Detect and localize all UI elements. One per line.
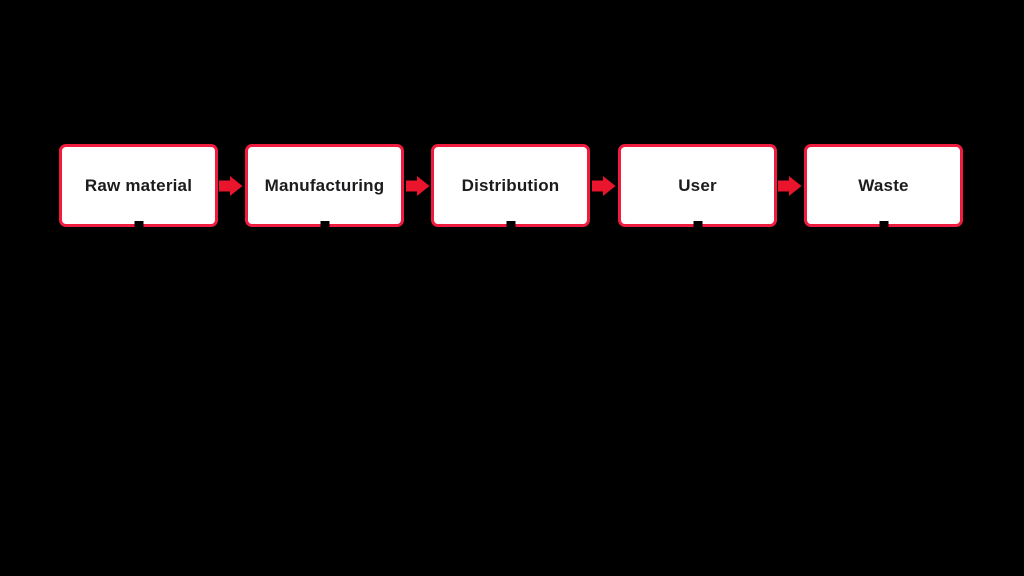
connector-nub bbox=[693, 221, 702, 232]
stage-box-distribution: Distribution bbox=[431, 144, 590, 232]
stage-label: Manufacturing bbox=[264, 175, 385, 195]
stage-box-waste: Waste bbox=[804, 144, 963, 232]
connector-nub bbox=[506, 221, 515, 232]
stage-box-raw-material: Raw material bbox=[59, 144, 218, 232]
flow-arrow-icon bbox=[219, 176, 243, 196]
stage-label: Waste bbox=[858, 175, 909, 195]
flow-arrow-icon bbox=[778, 176, 802, 196]
flow-arrow-icon bbox=[592, 176, 616, 196]
stage-label: User bbox=[678, 175, 717, 195]
connector-nub bbox=[879, 221, 888, 232]
stage-label: Distribution bbox=[461, 175, 560, 195]
stage-box-manufacturing: Manufacturing bbox=[245, 144, 404, 232]
stage-label: Raw material bbox=[84, 175, 193, 195]
flow-arrow-icon bbox=[406, 176, 430, 196]
connector-nub bbox=[320, 221, 329, 232]
connector-nub bbox=[134, 221, 143, 232]
stage-box-user: User bbox=[618, 144, 777, 232]
